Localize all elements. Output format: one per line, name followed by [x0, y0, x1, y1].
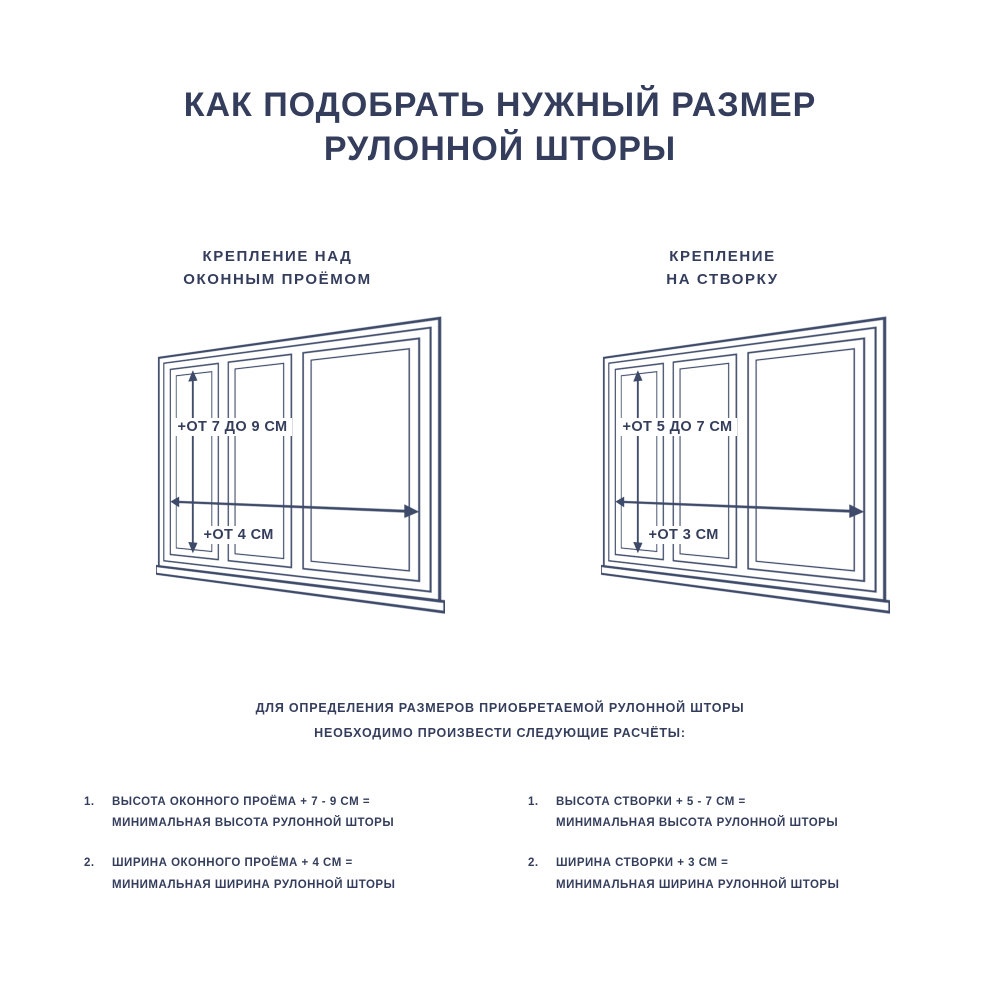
list-item-line1: ВЫСОТА ОКОННОГО ПРОЁМА + 7 - 9 СМ = [112, 792, 394, 814]
list-item-number: 1. [528, 792, 556, 836]
calculation-note-line2: НЕОБХОДИМО ПРОИЗВЕСТИ СЛЕДУЮЩИЕ РАСЧЁТЫ: [0, 721, 1000, 746]
diagram-column-over-opening: КРЕПЛЕНИЕ НАД ОКОННЫМ ПРОЁМОМ [55, 245, 500, 600]
width-arrow-icon [170, 496, 419, 518]
diagram-heading: КРЕПЛЕНИЕ НА СТВОРКУ [500, 245, 945, 292]
window-sash-right [748, 338, 864, 581]
list-item-text: ВЫСОТА ОКОННОГО ПРОЁМА + 7 - 9 СМ = МИНИ… [112, 792, 394, 836]
width-arrow-icon [615, 496, 864, 518]
list-item-text: ШИРИНА ОКОННОГО ПРОЁМА + 4 СМ = МИНИМАЛЬ… [112, 853, 395, 897]
list-item-line1: ШИРИНА СТВОРКИ + 3 СМ = [556, 853, 839, 875]
diagram-heading-line1: КРЕПЛЕНИЕ [500, 245, 945, 268]
calculation-lists: 1. ВЫСОТА ОКОННОГО ПРОЁМА + 7 - 9 СМ = М… [0, 792, 1000, 915]
height-measure-label: +ОТ 7 ДО 9 СМ [174, 418, 292, 436]
list-item-number: 2. [528, 853, 556, 897]
window-inner-frame [163, 327, 430, 591]
width-measure-label: +ОТ 4 СМ [200, 526, 278, 544]
list-item-line2: МИНИМАЛЬНАЯ ВЫСОТА РУЛОННОЙ ШТОРЫ [556, 813, 838, 835]
list-item: 2. ШИРИНА СТВОРКИ + 3 СМ = МИНИМАЛЬНАЯ Ш… [528, 853, 916, 897]
list-item: 2. ШИРИНА ОКОННОГО ПРОЁМА + 4 СМ = МИНИМ… [84, 853, 472, 897]
height-arrow-icon [188, 369, 197, 553]
diagram-heading-line2: ОКОННЫМ ПРОЁМОМ [55, 268, 500, 291]
calculation-note: ДЛЯ ОПРЕДЕЛЕНИЯ РАЗМЕРОВ ПРИОБРЕТАЕМОЙ Р… [0, 696, 1000, 746]
page-title: КАК ПОДОБРАТЬ НУЖНЫЙ РАЗМЕР РУЛОННОЙ ШТО… [0, 0, 1000, 171]
list-item: 1. ВЫСОТА ОКОННОГО ПРОЁМА + 7 - 9 СМ = М… [84, 792, 472, 836]
list-item-line2: МИНИМАЛЬНАЯ ВЫСОТА РУЛОННОЙ ШТОРЫ [112, 813, 394, 835]
infographic: КАК ПОДОБРАТЬ НУЖНЫЙ РАЗМЕР РУЛОННОЙ ШТО… [0, 0, 1000, 915]
page-title-line1: КАК ПОДОБРАТЬ НУЖНЫЙ РАЗМЕР [0, 84, 1000, 128]
window-inner-frame [608, 327, 875, 591]
diagram-heading-line2: НА СТВОРКУ [500, 268, 945, 291]
window-perspective-wrap [156, 313, 445, 623]
window-illustration [156, 313, 445, 623]
list-item-line2: МИНИМАЛЬНАЯ ШИРИНА РУЛОННОЙ ШТОРЫ [556, 875, 839, 897]
height-measure-label: +ОТ 5 ДО 7 СМ [619, 418, 737, 436]
list-item-line2: МИНИМАЛЬНАЯ ШИРИНА РУЛОННОЙ ШТОРЫ [112, 875, 395, 897]
width-measure-label: +ОТ 3 СМ [645, 526, 723, 544]
diagram-columns: КРЕПЛЕНИЕ НАД ОКОННЫМ ПРОЁМОМ [0, 245, 1000, 600]
list-item-number: 2. [84, 853, 112, 897]
list-item: 1. ВЫСОТА СТВОРКИ + 5 - 7 СМ = МИНИМАЛЬН… [528, 792, 916, 836]
list-item-number: 1. [84, 792, 112, 836]
diagram-heading: КРЕПЛЕНИЕ НАД ОКОННЫМ ПРОЁМОМ [55, 245, 500, 292]
list-item-text: ШИРИНА СТВОРКИ + 3 СМ = МИНИМАЛЬНАЯ ШИРИ… [556, 853, 839, 897]
calculation-note-line1: ДЛЯ ОПРЕДЕЛЕНИЯ РАЗМЕРОВ ПРИОБРЕТАЕМОЙ Р… [0, 696, 1000, 721]
list-item-text: ВЫСОТА СТВОРКИ + 5 - 7 СМ = МИНИМАЛЬНАЯ … [556, 792, 838, 836]
window-diagram: +ОТ 7 ДО 9 СМ +ОТ 4 СМ [128, 338, 428, 600]
window-illustration [601, 313, 890, 623]
calc-list-over-opening: 1. ВЫСОТА ОКОННОГО ПРОЁМА + 7 - 9 СМ = М… [84, 792, 472, 915]
window-diagram: +ОТ 5 ДО 7 СМ +ОТ 3 СМ [573, 338, 873, 600]
diagram-column-on-sash: КРЕПЛЕНИЕ НА СТВОРКУ [500, 245, 945, 600]
list-item-line1: ШИРИНА ОКОННОГО ПРОЁМА + 4 СМ = [112, 853, 395, 875]
calc-list-on-sash: 1. ВЫСОТА СТВОРКИ + 5 - 7 СМ = МИНИМАЛЬН… [528, 792, 916, 915]
window-perspective-wrap [601, 313, 890, 623]
window-sash-right [303, 338, 419, 581]
list-item-line1: ВЫСОТА СТВОРКИ + 5 - 7 СМ = [556, 792, 838, 814]
page-title-line2: РУЛОННОЙ ШТОРЫ [0, 128, 1000, 172]
diagram-heading-line1: КРЕПЛЕНИЕ НАД [55, 245, 500, 268]
height-arrow-icon [633, 369, 642, 553]
